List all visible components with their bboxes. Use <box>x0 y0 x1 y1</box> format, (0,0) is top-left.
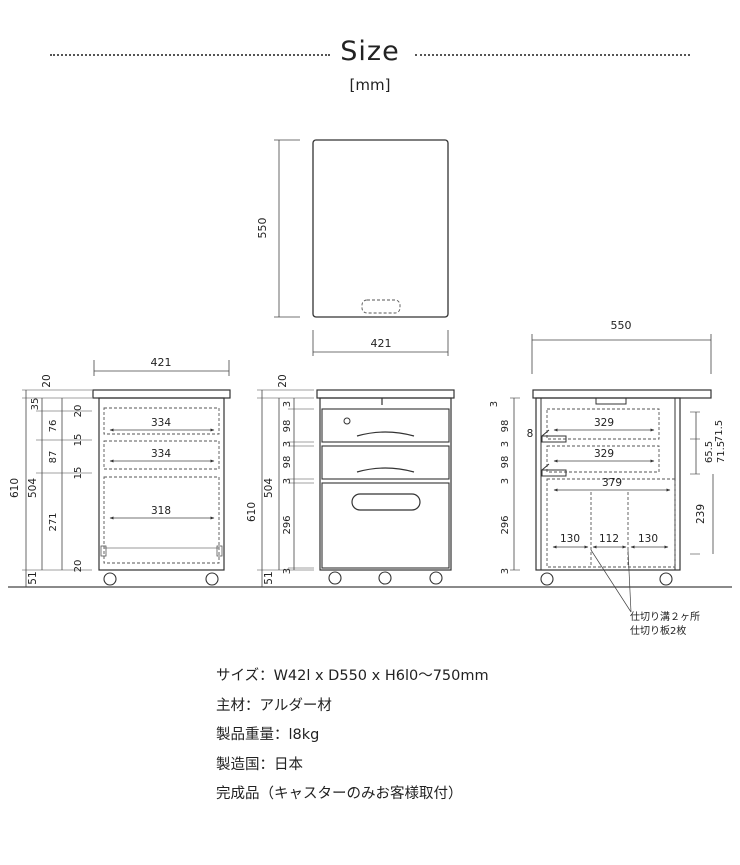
caster-icon <box>103 572 117 586</box>
section-left-dim-5: 3 <box>500 478 511 484</box>
front-body <box>98 397 225 571</box>
section-inner-top: 329 <box>594 417 614 429</box>
side-top-height: 20 <box>277 374 289 387</box>
front-inner-middle: 334 <box>151 448 171 460</box>
front-inner-dim-2: 15 <box>73 434 84 447</box>
partition-width-2: 112 <box>599 533 619 545</box>
section-inner-middle: 329 <box>594 448 614 460</box>
front-inner-top: 334 <box>151 417 171 429</box>
section-right-dim-1: 71.5 <box>714 420 725 442</box>
spec-size: サイズ：W42l x D550 x H6l0〜750mm <box>216 668 489 684</box>
top-depth-label: 550 <box>256 218 269 239</box>
front-top-height: 20 <box>41 374 53 387</box>
section-body <box>535 397 681 571</box>
section-right-dim-3: 71.5 <box>716 441 727 463</box>
front-caster-height: 51 <box>27 571 39 584</box>
note-leader-line <box>590 549 632 613</box>
front-total-height: 610 <box>9 478 21 498</box>
section-left-dim-1: 3 <box>489 401 500 407</box>
side-total-height: 610 <box>246 502 258 522</box>
front-width-label: 421 <box>151 356 172 369</box>
front-left-dim-3: 87 <box>48 451 59 464</box>
caster-icon <box>429 571 443 585</box>
spec-assembly: 完成品（キャスターのみお客様取付） <box>216 786 463 802</box>
partition-note-1: 仕切り溝２ヶ所 <box>630 610 700 623</box>
section-inner-bottom: 379 <box>602 477 622 489</box>
side-drawer-dim-1: 3 <box>282 401 293 407</box>
caster-icon <box>328 571 342 585</box>
front-inner-dim-3: 15 <box>73 467 84 480</box>
front-left-dim-2: 76 <box>48 420 59 433</box>
section-drawer-2 <box>546 445 660 473</box>
section-drawer-3 <box>546 478 676 568</box>
unit-label: [mm] <box>349 76 391 94</box>
front-body-height: 504 <box>27 478 39 498</box>
slide-rail-icon <box>541 463 567 477</box>
side-drawer-dim-7: 3 <box>282 568 293 574</box>
slide-rail-icon <box>541 429 567 443</box>
side-drawer-dim-4: 98 <box>282 456 293 469</box>
section-drawer-1 <box>546 408 660 440</box>
front-left-dim-4: 271 <box>48 512 59 531</box>
side-drawer-dim-2: 98 <box>282 420 293 433</box>
front-top-board <box>92 389 231 399</box>
section-left-dim-6: 296 <box>500 515 511 534</box>
front-left-dim-1: 35 <box>30 398 41 411</box>
side-body-height: 504 <box>263 478 275 498</box>
front-inner-dim-4: 20 <box>73 560 84 573</box>
section-bracket <box>595 397 627 405</box>
dimension-drawing: 550 421 421 334 334 318 <box>8 139 732 637</box>
front-drawer-1 <box>103 407 220 435</box>
title-rule-right <box>415 54 690 56</box>
section-right-dim-2: 65.5 <box>704 441 715 463</box>
section-view: 550 329 329 379 130 112 130 3 98 3 98 <box>489 319 727 637</box>
section-left-dim-3: 3 <box>500 441 511 447</box>
section-depth-label: 550 <box>611 319 632 332</box>
caster-icon <box>659 572 673 586</box>
section-left-dim-7: 3 <box>500 568 511 574</box>
caster-icon <box>378 571 392 585</box>
partition-width-3: 130 <box>638 533 658 545</box>
side-drawer-2 <box>321 445 450 480</box>
spec-list: サイズ：W42l x D550 x H6l0〜750mm 主材：アルダー材 製品… <box>216 664 489 812</box>
spec-material: 主材：アルダー材 <box>216 697 332 714</box>
front-drawer-2 <box>103 440 220 470</box>
spec-weight: 製品重量：l8kg <box>216 727 320 743</box>
side-view: 610 20 504 51 3 98 3 98 3 296 3 <box>246 374 455 587</box>
caster-icon <box>540 572 554 586</box>
handle-icon <box>356 467 415 473</box>
handle-slot-icon <box>361 299 401 314</box>
handle-icon <box>351 493 421 511</box>
handle-icon <box>356 431 415 437</box>
front-inner-bottom: 318 <box>151 505 171 517</box>
section-left-dim-4: 98 <box>500 456 511 469</box>
side-caster-height: 51 <box>263 571 275 584</box>
partition-width-1: 130 <box>560 533 580 545</box>
front-drawer-3 <box>103 476 220 564</box>
section-top-board <box>532 389 712 399</box>
section-right-dim-4: 239 <box>695 504 707 524</box>
side-drawer-3 <box>321 482 450 569</box>
section-left-dim-2: 98 <box>500 420 511 433</box>
page-title: Size <box>340 36 400 67</box>
title-rule-left <box>50 54 330 56</box>
side-body <box>319 397 452 571</box>
top-view-outline <box>312 139 449 318</box>
top-width-label: 421 <box>371 337 392 350</box>
note-leader-line <box>627 549 632 613</box>
partition-note-2: 仕切り板2枚 <box>630 624 686 637</box>
side-drawer-dim-3: 3 <box>282 441 293 447</box>
section-offset-label: 8 <box>527 428 534 440</box>
front-view: 421 334 334 318 610 20 504 51 35 76 87 <box>9 356 231 587</box>
side-drawer-1 <box>321 408 450 443</box>
spec-country: 製造国：日本 <box>216 756 303 773</box>
side-drawer-dim-5: 3 <box>282 478 293 484</box>
side-drawer-dim-6: 296 <box>282 515 293 534</box>
lock-icon <box>343 417 351 425</box>
side-top-board <box>316 389 455 399</box>
top-view: 550 421 <box>256 139 449 356</box>
front-inner-dim-1: 20 <box>73 405 84 418</box>
caster-icon <box>205 572 219 586</box>
